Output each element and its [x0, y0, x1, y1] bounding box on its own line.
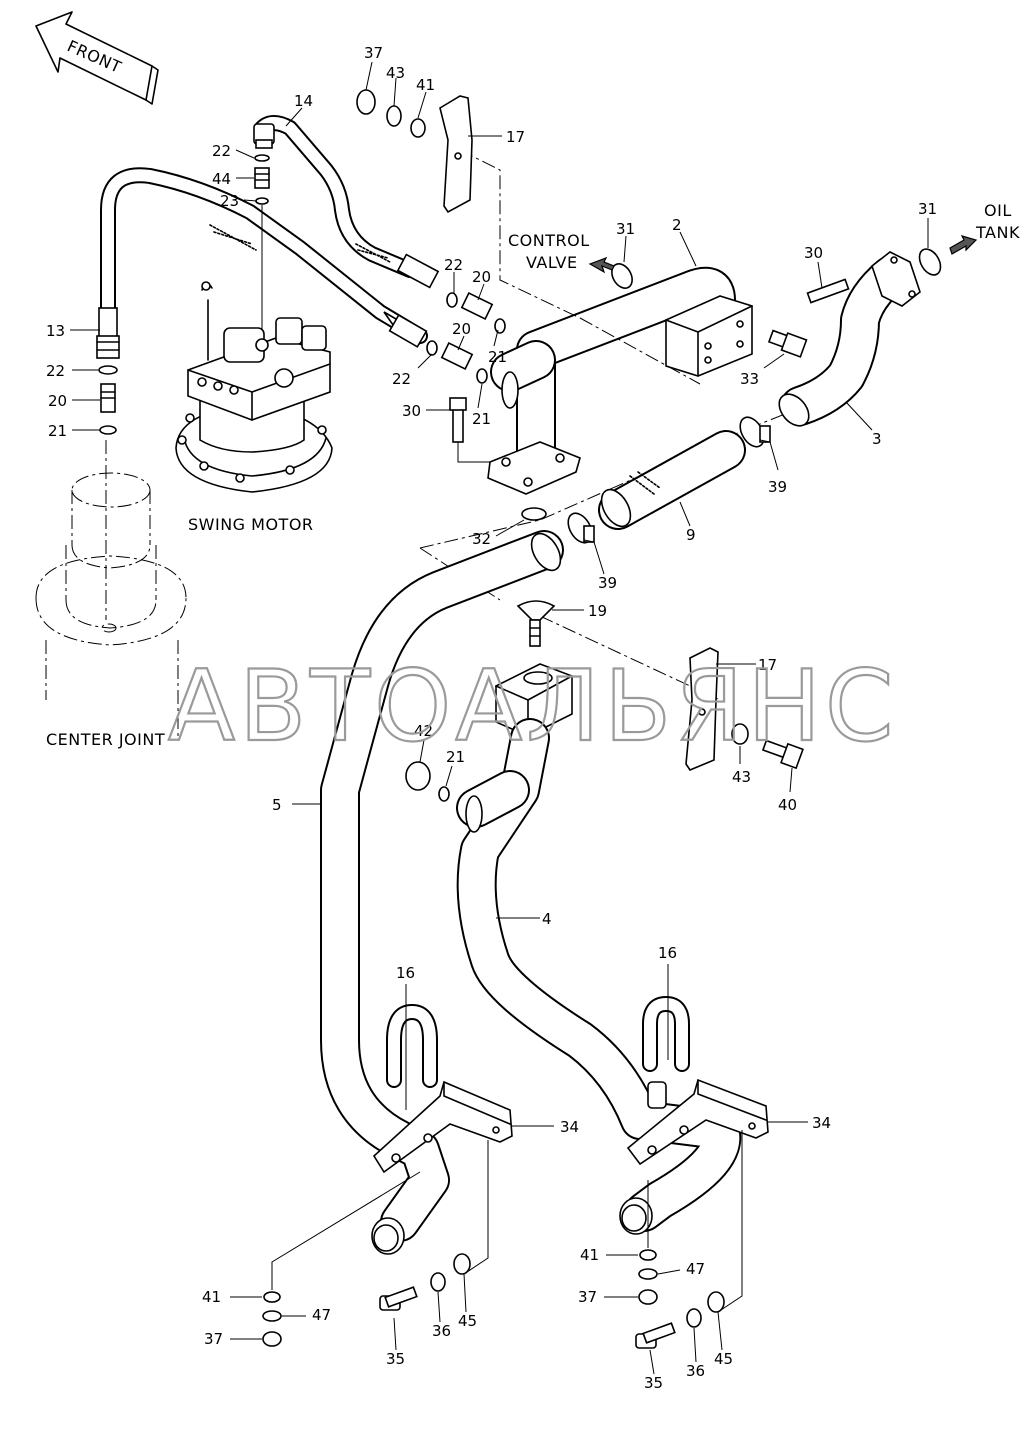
- control-valve-label-2: VALVE: [526, 253, 578, 272]
- callout-36-br: 36: [686, 1362, 705, 1380]
- callout-37-br: 37: [578, 1288, 597, 1306]
- callout-31-a: 31: [616, 220, 635, 238]
- callout-41-bl: 41: [202, 1288, 221, 1306]
- swing-motor: [175, 281, 333, 493]
- callout-13: 13: [46, 322, 65, 340]
- callout-5: 5: [272, 796, 282, 814]
- fittings-center: [426, 292, 512, 463]
- callout-43-right: 43: [732, 768, 751, 786]
- front-label: FRONT: [64, 36, 124, 77]
- callout-2: 2: [672, 216, 682, 234]
- callout-35-br: 35: [644, 1374, 663, 1392]
- front-arrow: FRONT: [35, 11, 159, 105]
- fitting-19: [516, 600, 556, 647]
- callout-39-b: 39: [598, 574, 617, 592]
- callout-34-left: 34: [560, 1118, 579, 1136]
- callout-45-bl: 45: [458, 1312, 477, 1330]
- oil-tank-label-1: OIL: [984, 201, 1012, 220]
- callout-17-top: 17: [506, 128, 525, 146]
- callout-14: 14: [294, 92, 313, 110]
- callout-34-right: 34: [812, 1114, 831, 1132]
- guide-line-4: [539, 615, 721, 701]
- callout-41-top: 41: [416, 76, 435, 94]
- callout-47-bl: 47: [312, 1306, 331, 1324]
- callout-17-bottom: 17: [758, 656, 777, 674]
- center-joint-label: CENTER JOINT: [46, 730, 165, 749]
- callout-16-right: 16: [658, 944, 677, 962]
- callout-30-a: 30: [402, 402, 421, 420]
- pipe-3: [767, 248, 942, 427]
- arrow-to-control-valve: [588, 256, 615, 274]
- pipe-4: [456, 663, 742, 1235]
- callout-21-e: 21: [446, 748, 465, 766]
- callouts: 37 43 41 17 14 22 44 23 13 22 20 21 22 2…: [46, 44, 937, 1392]
- hardware-bottom-right: [635, 1249, 725, 1349]
- bracket-17-top: [439, 95, 473, 214]
- guide-line-2: [579, 317, 701, 385]
- callout-44: 44: [212, 170, 231, 188]
- callout-31-b: 31: [918, 200, 937, 218]
- u-bolt-left: [372, 1004, 513, 1174]
- callout-30-b: 30: [804, 244, 823, 262]
- callout-42: 42: [414, 722, 433, 740]
- callout-32: 32: [472, 530, 491, 548]
- callout-16-left: 16: [396, 964, 415, 982]
- callout-22-d: 22: [392, 370, 411, 388]
- control-valve-label-1: CONTROL: [508, 231, 590, 250]
- callout-9: 9: [686, 526, 696, 544]
- callout-43-top: 43: [386, 64, 405, 82]
- bracket-17-bottom: [685, 647, 719, 771]
- swing-motor-label: SWING MOTOR: [188, 515, 314, 534]
- callout-20-b: 20: [472, 268, 491, 286]
- callout-40: 40: [778, 796, 797, 814]
- callout-23: 23: [220, 192, 239, 210]
- callout-22-a: 22: [212, 142, 231, 160]
- callout-47-br: 47: [686, 1260, 705, 1278]
- arrow-to-oil-tank: [949, 235, 978, 255]
- hose-13: [96, 167, 428, 359]
- hardware-top: [356, 89, 426, 138]
- callout-39-a: 39: [768, 478, 787, 496]
- callout-21-c: 21: [472, 410, 491, 428]
- u-bolt-right: [626, 996, 769, 1166]
- callout-41-br: 41: [580, 1246, 599, 1264]
- watermark: АВТОАЛЬЯНС: [168, 650, 897, 764]
- fittings-42: [405, 761, 450, 802]
- hardware-bottom-left: [262, 1253, 471, 1347]
- callout-21-a: 21: [48, 422, 67, 440]
- fittings-left: [98, 154, 270, 435]
- callout-20-c: 20: [452, 320, 471, 338]
- callout-3: 3: [872, 430, 882, 448]
- callout-22-c: 22: [444, 256, 463, 274]
- callout-37-bl: 37: [204, 1330, 223, 1348]
- callout-22-b: 22: [46, 362, 65, 380]
- callout-35-bl: 35: [386, 1350, 405, 1368]
- callout-33: 33: [740, 370, 759, 388]
- hose-14: [253, 115, 440, 289]
- callout-4: 4: [542, 910, 552, 928]
- pipe-2: [487, 263, 753, 495]
- callout-19: 19: [588, 602, 607, 620]
- hardware-right: [731, 723, 804, 770]
- oil-tank-label-2: TANK: [975, 223, 1020, 242]
- pipe-5: [320, 530, 564, 1255]
- leader-lines: [70, 61, 929, 1375]
- hose-9: [521, 416, 771, 544]
- center-joint: [35, 440, 187, 740]
- callout-37-top: 37: [364, 44, 383, 62]
- callout-21-b: 21: [488, 348, 507, 366]
- callout-45-br: 45: [714, 1350, 733, 1368]
- callout-36-bl: 36: [432, 1322, 451, 1340]
- callout-20-a: 20: [48, 392, 67, 410]
